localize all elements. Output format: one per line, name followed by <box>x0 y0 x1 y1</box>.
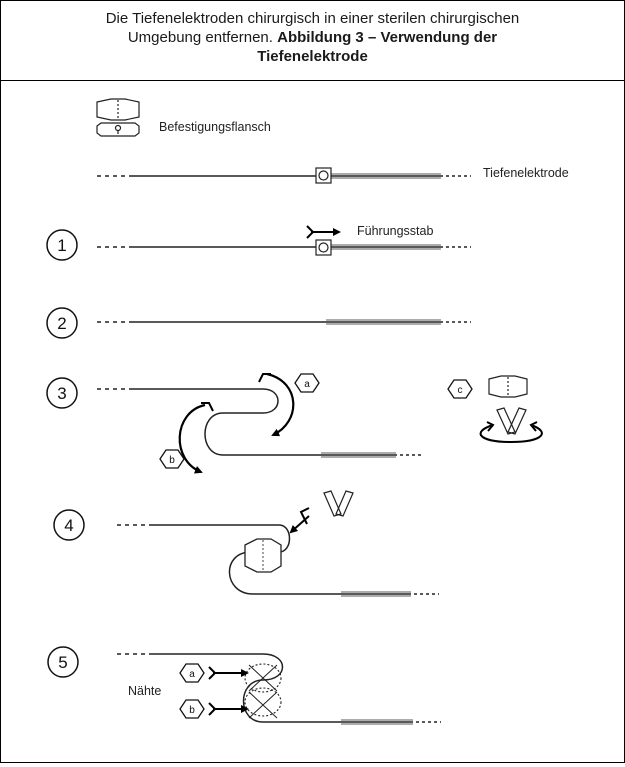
step-2-number: 2 <box>57 314 66 333</box>
depth-electrode-top <box>93 167 471 184</box>
rotate-arrow-icon <box>479 424 543 444</box>
sutures-label: Nähte <box>128 684 161 698</box>
figure-caption-part-2: Tiefenelektrode <box>257 48 368 65</box>
flange-label: Befestigungsflansch <box>159 120 271 134</box>
flange-folded-icon <box>323 490 354 517</box>
marker-a-step3: a <box>304 379 310 390</box>
step-5: 5 a b <box>47 646 441 725</box>
step-1: 1 <box>46 225 471 261</box>
figure-area: Befestigungsflansch Tiefenelektrode 1 <box>1 82 624 762</box>
marker-b-step3: b <box>169 455 175 466</box>
step-5-number: 5 <box>58 653 67 672</box>
electrode-label: Tiefenelektrode <box>483 166 569 180</box>
electrode-usage-diagram: Befestigungsflansch Tiefenelektrode 1 <box>46 98 569 725</box>
step-3-number: 3 <box>57 384 66 403</box>
step-2: 2 <box>46 307 471 339</box>
header-line-2: Umgebung entfernen. Abbildung 3 – Verwen… <box>1 28 624 47</box>
flange-icon-step3 <box>488 375 528 435</box>
header-box: Die Tiefenelektroden chirurgisch in eine… <box>1 1 624 81</box>
header-line-3: Tiefenelektrode <box>1 47 624 66</box>
sutured-flange <box>244 663 282 717</box>
marker-b-step5: b <box>189 705 195 716</box>
step-4-number: 4 <box>64 516 73 535</box>
step-4: 4 <box>53 490 439 597</box>
step-3: 3 a b c <box>46 372 543 474</box>
step-1-number: 1 <box>57 236 66 255</box>
flange-icon <box>96 98 140 137</box>
figure-caption-part-1: Abbildung 3 – Verwendung der <box>277 29 498 46</box>
header-line-1: Die Tiefenelektroden chirurgisch in eine… <box>105 10 520 27</box>
flange-on-electrode <box>244 538 282 573</box>
marker-c: c <box>458 385 463 396</box>
header-line-2-text: Umgebung entfernen. <box>127 29 278 46</box>
guide-rod-label: Führungsstab <box>357 224 433 238</box>
marker-a-step5: a <box>189 669 195 680</box>
